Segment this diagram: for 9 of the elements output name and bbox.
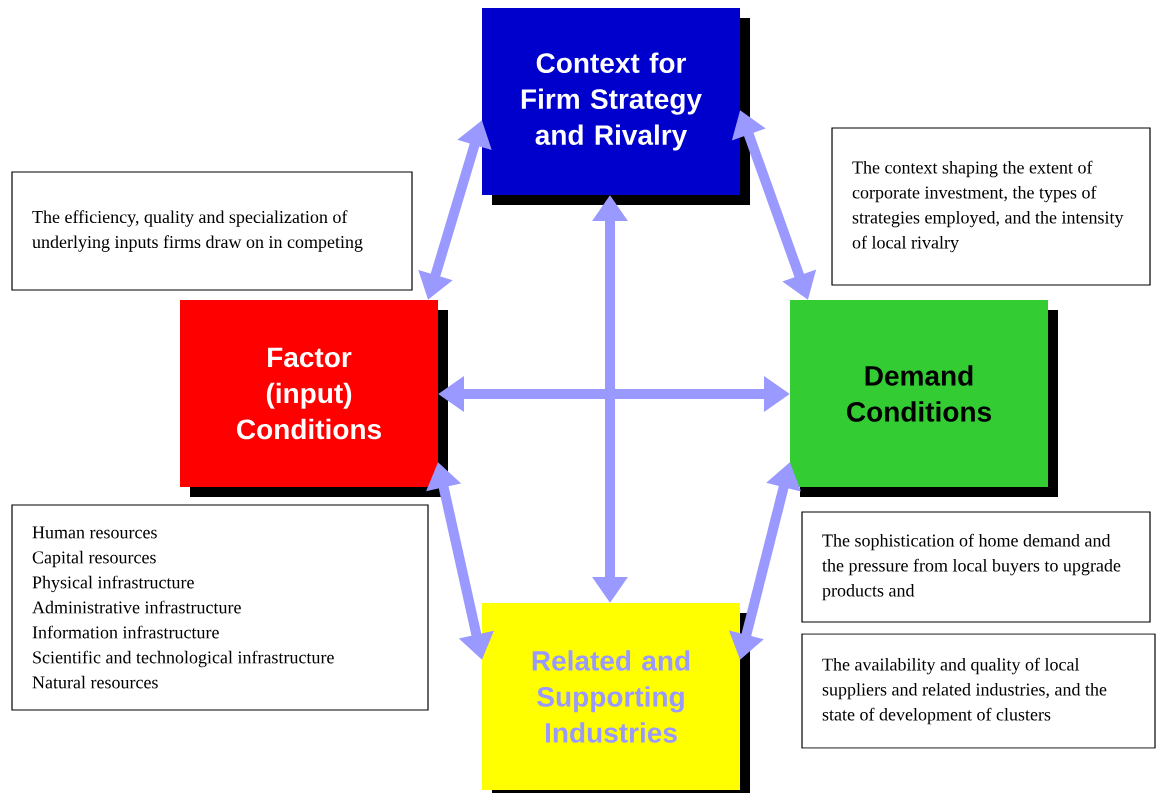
list-box: Human resources Capital resources Physical infrastructure Administrative infrastructure Information infrastructure Scientific and technological infrastructure Natural resources <box>11 504 429 711</box>
text-box: The availability and quality of local suppliers and related industries, and the state of development of clusters <box>801 633 1156 749</box>
industries-box: Related and Supporting Industries <box>482 603 750 793</box>
text-box: The efficiency, quality and specialization of underlying inputs firms draw on in competing <box>11 171 413 291</box>
context-box: Context for Firm Strategy and Rivalry <box>482 8 750 205</box>
demand-box: Demand Conditions <box>790 300 1058 497</box>
text-box: The sophistication of home demand and the pressure from local buyers to upgrade products and <box>801 511 1151 623</box>
text-box: The context shaping the extent of corporate investment, the types of strategies employed, and the intensity of local rivalry <box>831 127 1151 286</box>
factor-box: Factor (input) Conditions <box>180 300 448 497</box>
